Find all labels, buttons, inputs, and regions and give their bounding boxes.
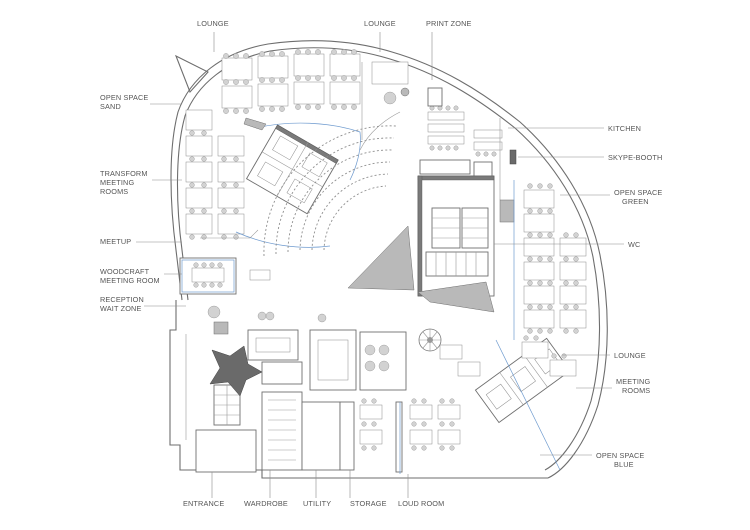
label-utility: UTILITY <box>303 499 331 508</box>
kitchen-area <box>419 87 517 200</box>
label-storage: STORAGE <box>350 499 387 508</box>
storage-room <box>339 401 355 471</box>
label-wardrobe: WARDROBE <box>244 499 288 508</box>
building-shell <box>169 40 608 479</box>
label-lounge-right: LOUNGE <box>614 351 646 360</box>
label-lounge-top: LOUNGE <box>197 19 229 28</box>
label-skype-booth: SKYPE-BOOTH <box>608 153 662 162</box>
wardrobe-room <box>261 391 303 471</box>
open-space-green <box>513 180 587 340</box>
open-space-blue <box>359 335 577 474</box>
wc-core <box>417 175 515 297</box>
label-loud-room: LOUD ROOM <box>398 499 444 508</box>
label-meetup: MEETUP <box>100 237 131 246</box>
auditorium-seating <box>263 125 397 257</box>
label-wc: WC <box>628 240 640 249</box>
skype-booth <box>509 149 517 165</box>
reception-zone <box>200 229 327 335</box>
entrance-canopy <box>209 345 263 397</box>
open-space-sand <box>185 49 361 240</box>
mid-rooms-furniture <box>255 337 390 381</box>
angled-feature-walls <box>243 117 495 313</box>
lounge-top-area <box>361 61 410 140</box>
label-entrance: ENTRANCE <box>183 499 224 508</box>
label-lounge-top2: LOUNGE <box>364 19 396 28</box>
woodcraft-meeting-room <box>179 257 237 295</box>
label-kitchen: KITCHEN <box>608 124 641 133</box>
utility-room <box>301 401 341 471</box>
spiral-stair <box>418 328 442 352</box>
label-print-zone: PRINT ZONE <box>426 19 472 28</box>
transform-meeting-rooms <box>245 124 339 215</box>
